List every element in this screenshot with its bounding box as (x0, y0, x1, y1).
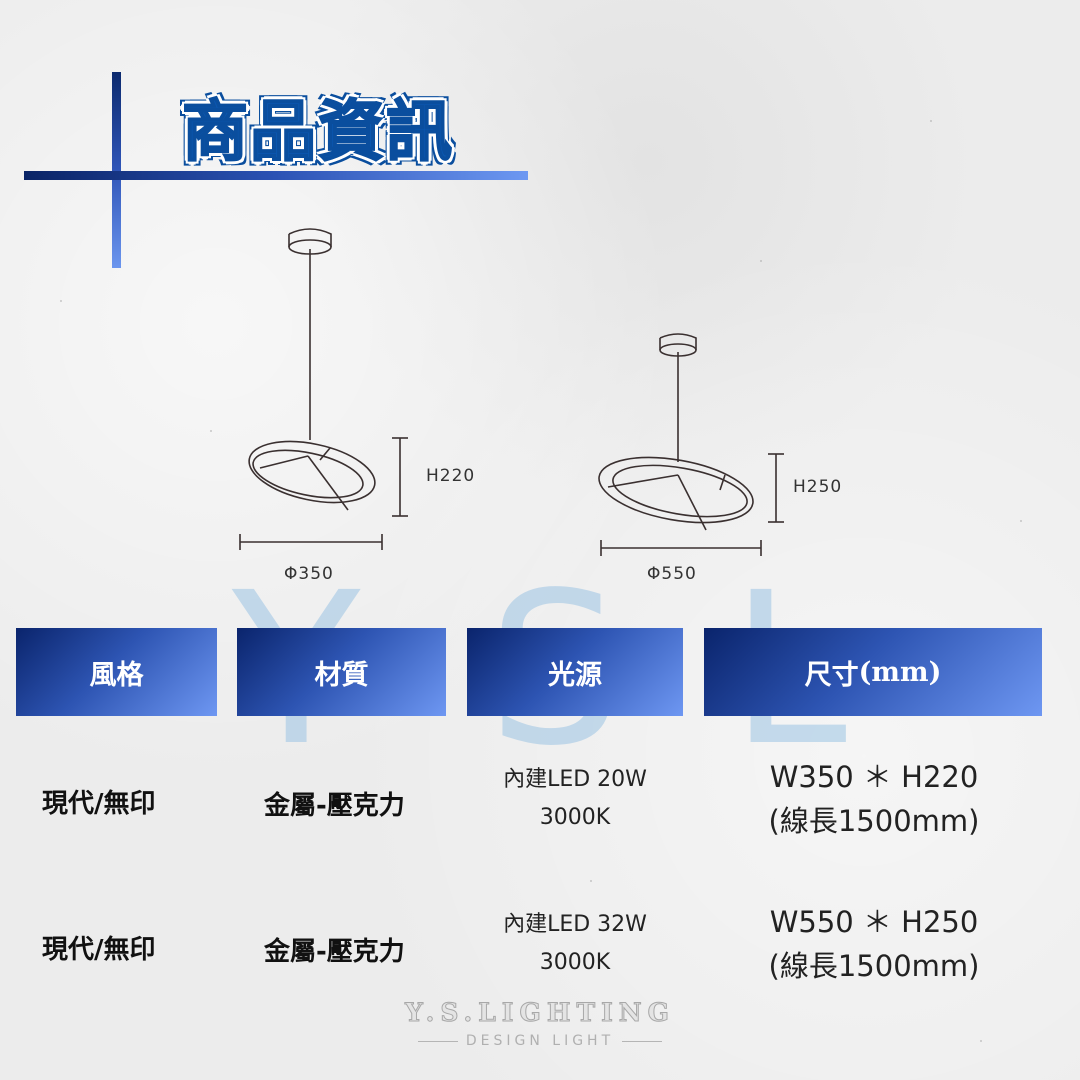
header-style: 風格 (16, 628, 217, 716)
diameter-label-small: Φ350 (284, 564, 334, 584)
header-style-label: 風格 (89, 659, 144, 691)
header-size-label: 尺寸 (804, 659, 859, 691)
row2-size-cable: (線長1500mm) (768, 949, 980, 983)
paper-speck (980, 1040, 982, 1042)
paper-speck (1020, 520, 1022, 522)
divider-line (417, 1040, 458, 1042)
brand-logo: Y.S.LIGHTING DESIGN LIGHT (380, 998, 700, 1050)
brand-name: Y.S.LIGHTING (405, 998, 675, 1028)
pendant-diagram-small (248, 228, 376, 511)
diameter-label-large: Φ550 (647, 564, 697, 584)
row1-size-dims: W350 ＊ H220 (769, 760, 979, 794)
header-size-unit: (mm) (858, 656, 942, 688)
paper-speck (60, 300, 62, 302)
row1-material: 金屬-壓克力 (264, 791, 405, 821)
row2-style: 現代/無印 (42, 935, 156, 965)
header-size: 尺寸(mm) (704, 628, 1042, 716)
brand-tagline: DESIGN LIGHT (465, 1033, 615, 1049)
row1-light-power: 內建LED 20W (503, 767, 647, 792)
paper-speck (760, 260, 762, 262)
row2-light-power: 內建LED 32W (503, 912, 647, 937)
paper-speck (930, 120, 932, 122)
pendant-diagram-large (598, 333, 754, 531)
row1-size: W350 ＊ H220 (線長1500mm) (740, 755, 1008, 843)
dimension-height-small (392, 437, 408, 517)
height-label-small: H220 (426, 466, 476, 486)
paper-speck (210, 430, 212, 432)
brand-tagline-row: DESIGN LIGHT (380, 1033, 700, 1049)
dimension-width-large (600, 540, 762, 556)
dimension-width-small (239, 534, 383, 550)
row2-size-dims: W550 ＊ H250 (769, 905, 979, 939)
title-vertical-bar (112, 72, 121, 268)
header-material: 材質 (237, 628, 446, 716)
row1-light-source: 內建LED 20W 3000K (470, 761, 680, 837)
row2-material: 金屬-壓克力 (264, 937, 405, 967)
height-label-large: H250 (793, 477, 843, 497)
header-light-source-label: 光源 (548, 659, 602, 691)
row1-size-cable: (線長1500mm) (768, 804, 980, 838)
title-horizontal-bar (24, 171, 528, 180)
row2-light-source: 內建LED 32W 3000K (470, 906, 680, 982)
row1-light-temp: 3000K (539, 805, 611, 830)
paper-speck (590, 880, 592, 882)
row2-light-temp: 3000K (539, 950, 611, 975)
row2-size: W550 ＊ H250 (線長1500mm) (740, 900, 1008, 988)
page-title: 商品資訊 (181, 92, 454, 171)
header-light-source: 光源 (467, 628, 683, 716)
row1-style: 現代/無印 (42, 789, 156, 819)
dimension-height-large (768, 453, 784, 523)
divider-line (622, 1040, 663, 1042)
header-material-label: 材質 (314, 659, 369, 691)
